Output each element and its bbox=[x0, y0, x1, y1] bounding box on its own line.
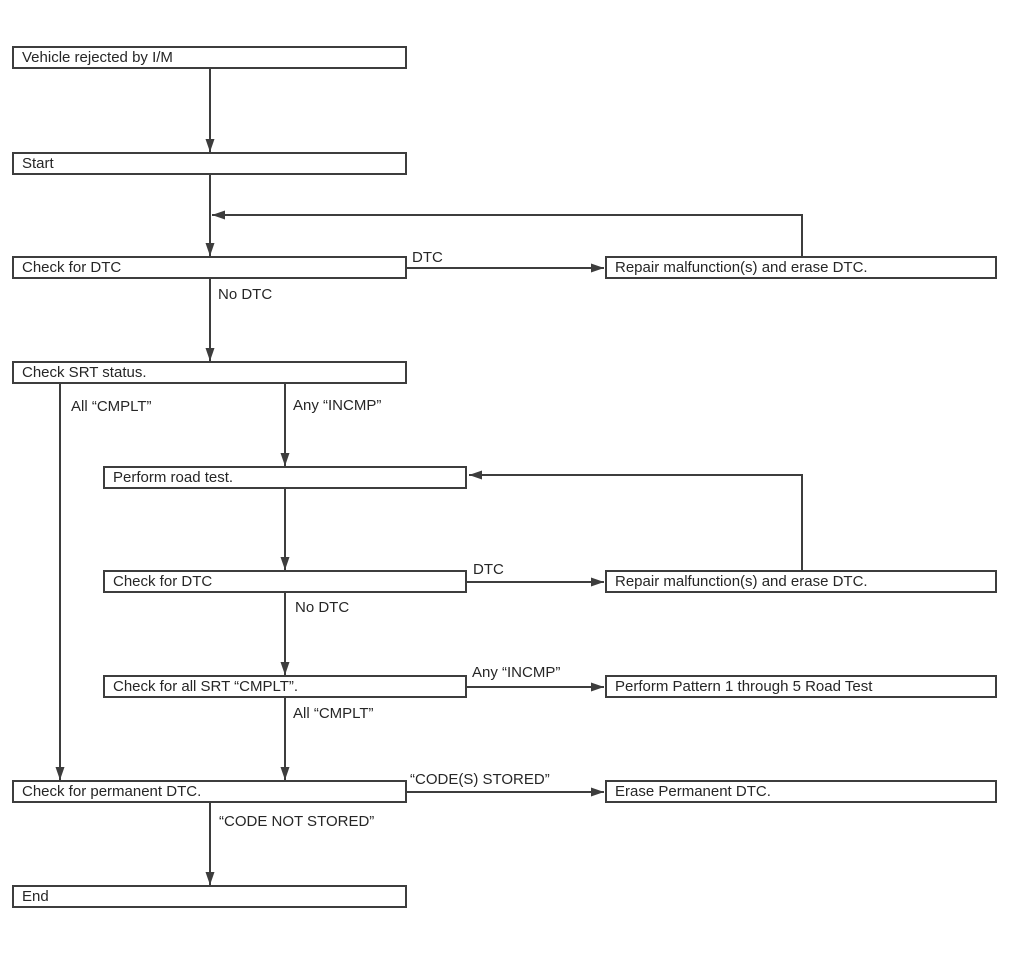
edge-label-any-incmp-2: Any “INCMP” bbox=[472, 664, 561, 681]
loop-repair2-to-roadtest bbox=[469, 470, 803, 570]
node-end: End bbox=[12, 885, 407, 908]
edge-label-all-cmplt-1: All “CMPLT” bbox=[71, 398, 152, 415]
edge-label-all-cmplt-2: All “CMPLT” bbox=[293, 705, 374, 722]
edge-label-no-dtc-1: No DTC bbox=[218, 286, 273, 303]
node-check-dtc-1: Check for DTC bbox=[12, 256, 407, 279]
edge-label-codes-stored: “CODE(S) STORED” bbox=[410, 771, 550, 788]
node-start: Start bbox=[12, 152, 407, 175]
edge-label-dtc-1: DTC bbox=[412, 249, 443, 266]
node-check-all-srt-cmplt: Check for all SRT “CMPLT”. bbox=[103, 675, 467, 698]
node-perform-pattern-road-test: Perform Pattern 1 through 5 Road Test bbox=[605, 675, 997, 698]
edge-label-no-dtc-2: No DTC bbox=[295, 599, 350, 616]
node-check-srt-status: Check SRT status. bbox=[12, 361, 407, 384]
node-perform-road-test: Perform road test. bbox=[103, 466, 467, 489]
loop-repair1-to-checkdtc1 bbox=[212, 210, 803, 256]
node-repair-erase-dtc-2: Repair malfunction(s) and erase DTC. bbox=[605, 570, 997, 593]
node-vehicle-rejected: Vehicle rejected by I/M bbox=[12, 46, 407, 69]
node-check-permanent-dtc: Check for permanent DTC. bbox=[12, 780, 407, 803]
edge-label-dtc-2: DTC bbox=[473, 561, 504, 578]
node-check-dtc-2: Check for DTC bbox=[103, 570, 467, 593]
node-repair-erase-dtc-1: Repair malfunction(s) and erase DTC. bbox=[605, 256, 997, 279]
edge-label-code-not-stored: “CODE NOT STORED” bbox=[219, 813, 375, 830]
edge-label-any-incmp-1: Any “INCMP” bbox=[293, 397, 382, 414]
node-erase-permanent-dtc: Erase Permanent DTC. bbox=[605, 780, 997, 803]
